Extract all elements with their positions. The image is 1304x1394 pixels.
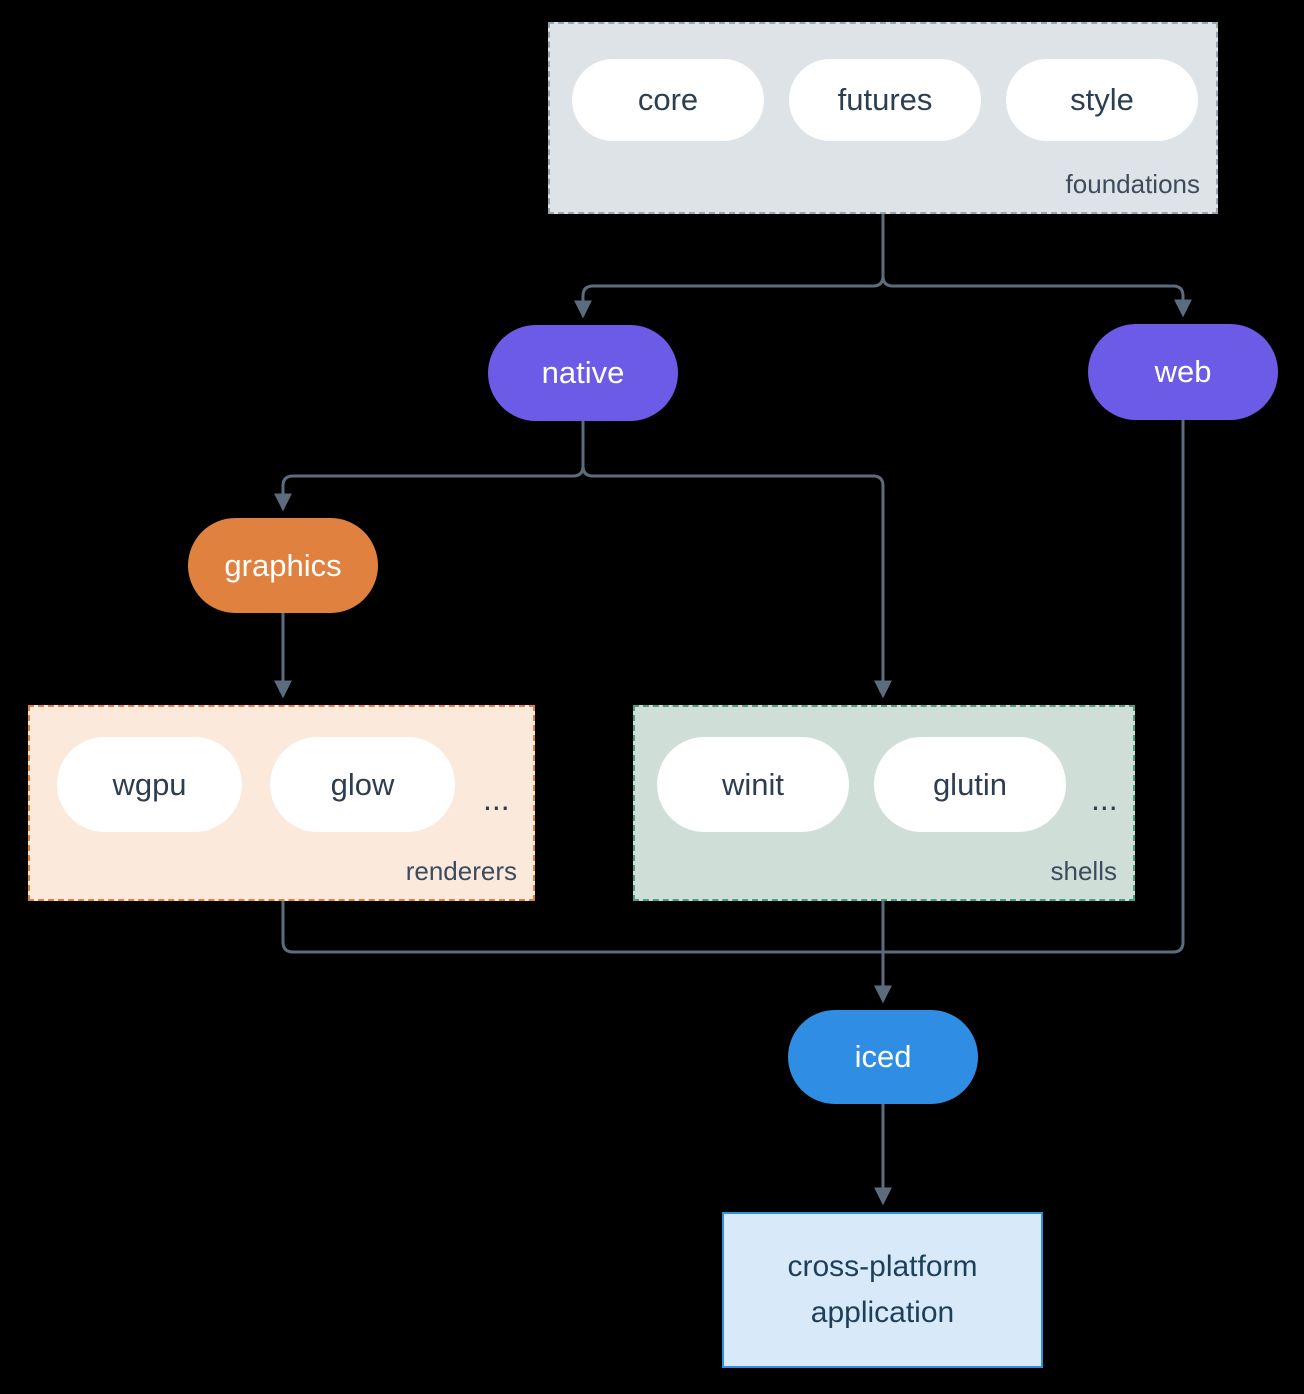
renderers-ellipsis: ... <box>483 781 510 817</box>
node-core: core <box>572 59 764 141</box>
node-graphics: graphics <box>188 518 378 613</box>
node-futures: futures <box>789 59 981 141</box>
node-glutin: glutin <box>874 737 1066 832</box>
cross-platform-application-node: cross-platform application <box>722 1212 1043 1368</box>
app-label: cross-platform application <box>787 1249 978 1330</box>
renderers-label: renderers <box>405 856 517 886</box>
shells-group: winit glutin ... shells <box>633 705 1135 901</box>
edge-foundations-native <box>574 214 885 319</box>
renderers-group: wgpu glow ... renderers <box>28 705 535 901</box>
edge-native-graphics <box>274 421 585 512</box>
foundations-group: core futures style foundations <box>548 22 1218 214</box>
node-style: style <box>1006 59 1198 141</box>
node-winit: winit <box>657 737 849 832</box>
node-wgpu: wgpu <box>57 737 242 832</box>
renderers-pill-row: wgpu glow ... <box>30 707 533 832</box>
shells-pill-row: winit glutin ... <box>635 707 1133 832</box>
foundations-pill-row: core futures style <box>550 24 1216 141</box>
foundations-label: foundations <box>1065 169 1200 199</box>
node-web: web <box>1088 324 1278 420</box>
edge-foundations-web <box>881 214 1192 318</box>
edge-native-shells <box>581 421 892 699</box>
node-glow: glow <box>270 737 455 832</box>
node-iced: iced <box>788 1010 978 1104</box>
edge-renderers-merge <box>281 901 883 954</box>
node-native: native <box>488 325 678 421</box>
shells-ellipsis: ... <box>1091 781 1118 817</box>
shells-label: shells <box>1050 856 1117 886</box>
